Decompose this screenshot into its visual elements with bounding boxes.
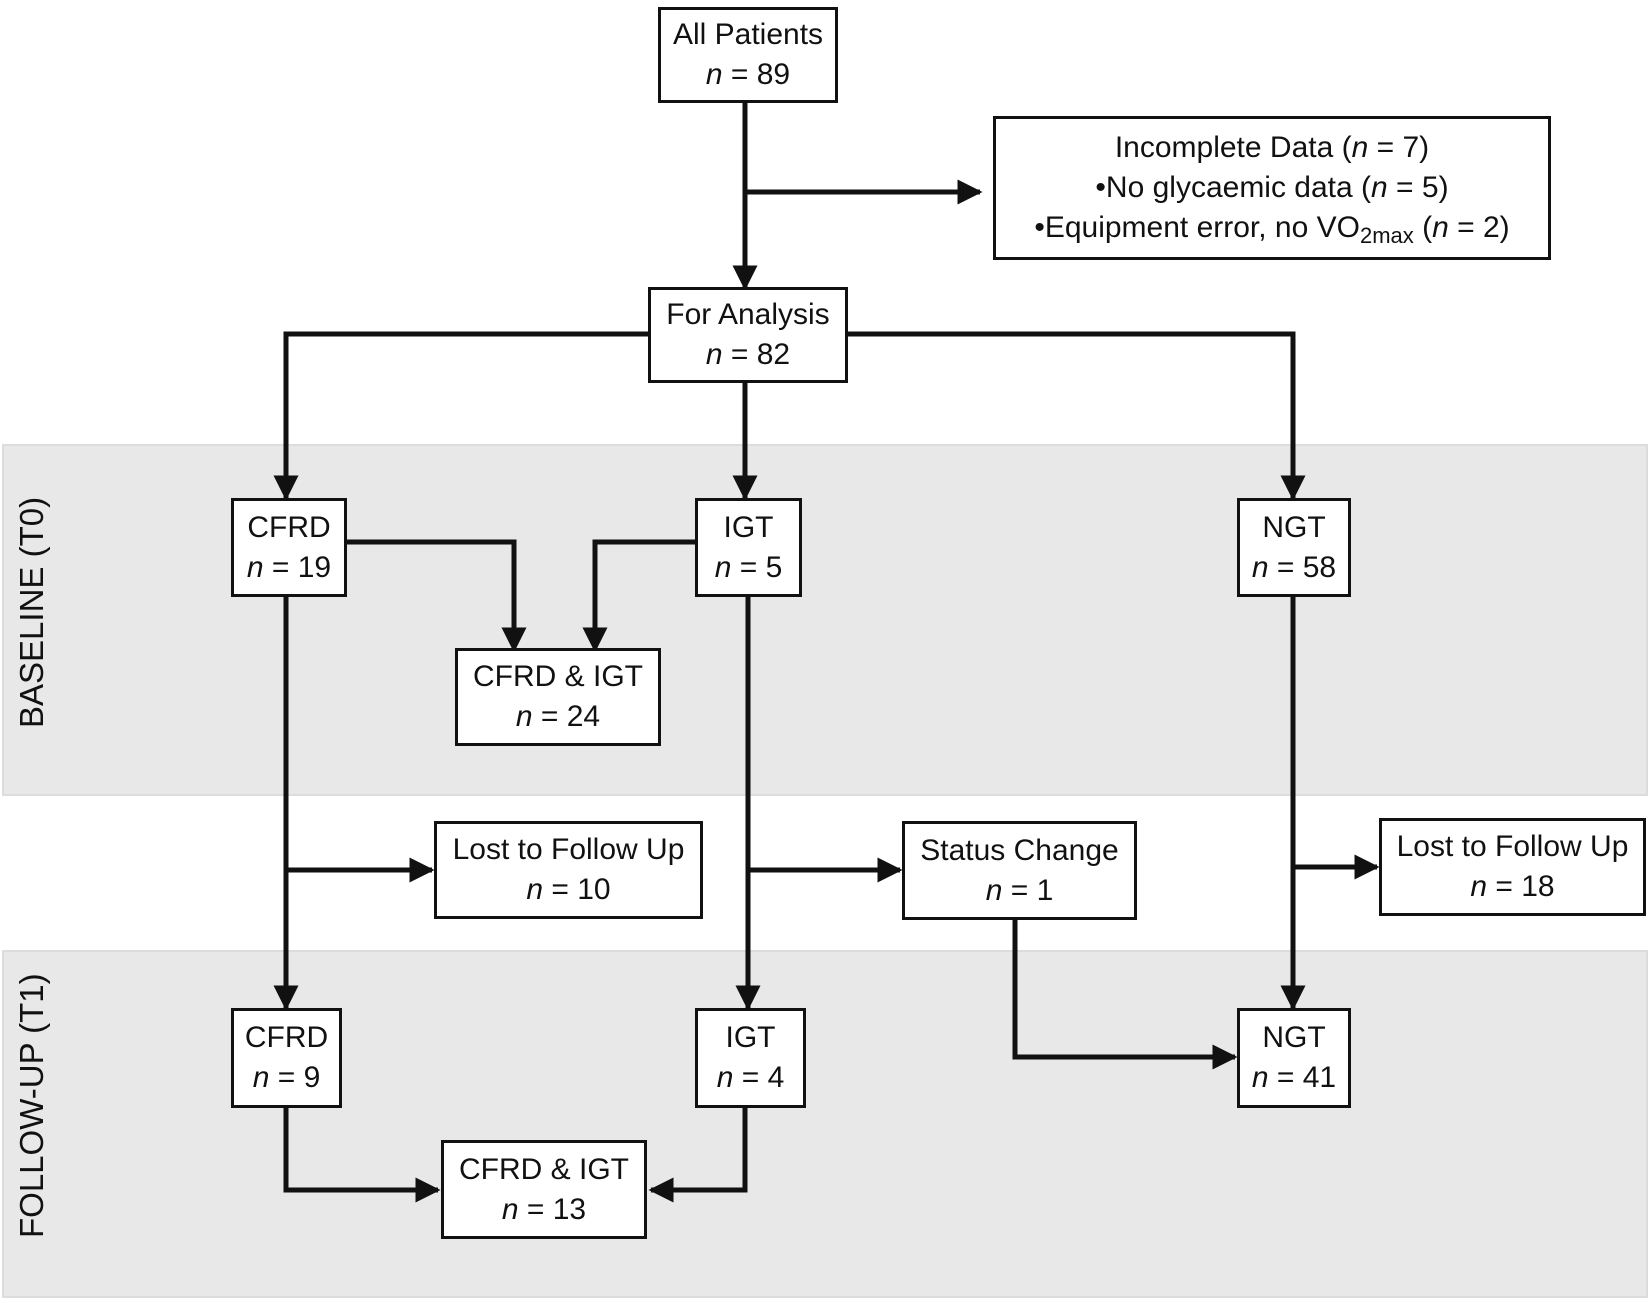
status-change-box: Status Change n = 1: [902, 821, 1137, 920]
all-patients-count: n = 89: [705, 58, 791, 91]
igt-followup-count: n = 4: [716, 1061, 785, 1094]
for-analysis-count: n = 82: [705, 338, 791, 371]
ngt-followup-count: n = 41: [1251, 1061, 1337, 1094]
ngt-followup-box: NGT n = 41: [1237, 1008, 1351, 1108]
no-glycaemic-data-item: •No glycaemic data (n = 5): [1095, 171, 1449, 204]
lost-followup-cfrd-box: Lost to Follow Up n = 10: [434, 821, 703, 919]
for-analysis-title: For Analysis: [666, 298, 830, 331]
status-change-title: Status Change: [920, 833, 1119, 867]
cfrd-followup-count: n = 9: [252, 1061, 321, 1094]
cfrd-igt-followup-count: n = 13: [501, 1192, 587, 1226]
igt-followup-title: IGT: [725, 1021, 776, 1054]
connector-igt-t1-to-combined: [648, 1108, 748, 1203]
incomplete-data-title: Incomplete Data (n = 7): [1114, 131, 1430, 164]
lost-followup-ngt-title: Lost to Follow Up: [1396, 830, 1629, 863]
lost-followup-ngt-box: Lost to Follow Up n = 18: [1379, 818, 1646, 916]
igt-baseline-count: n = 5: [714, 550, 783, 584]
cfrd-igt-baseline-title: CFRD & IGT: [473, 660, 643, 693]
cfrd-igt-baseline-box: CFRD & IGT n = 24: [455, 648, 661, 746]
lost-followup-cfrd-count: n = 10: [526, 873, 611, 906]
connector-analysis-to-cfrd: [273, 331, 648, 501]
igt-baseline-title: IGT: [723, 510, 774, 544]
ngt-baseline-box: NGT n = 58: [1237, 498, 1351, 597]
connector-cfrd-to-combined: [347, 539, 527, 653]
cfrd-igt-baseline-count: n = 24: [515, 700, 601, 733]
connector-analysis-to-ngt: [848, 331, 1306, 501]
lost-followup-cfrd-title: Lost to Follow Up: [452, 833, 685, 866]
all-patients-box: All Patients n = 89: [658, 7, 838, 103]
cfrd-baseline-box: CFRD n = 19: [231, 498, 347, 597]
equipment-error-item: •Equipment error, no VO2max (n = 2): [1034, 211, 1510, 248]
igt-baseline-box: IGT n = 5: [695, 498, 802, 597]
connector-status-to-ngt: [1012, 920, 1238, 1070]
connector-igt-to-combined: [582, 539, 695, 653]
for-analysis-box: For Analysis n = 82: [648, 287, 848, 383]
cfrd-igt-followup-box: CFRD & IGT n = 13: [441, 1140, 647, 1239]
igt-followup-box: IGT n = 4: [695, 1008, 806, 1108]
cfrd-baseline-count: n = 19: [246, 550, 332, 584]
incomplete-data-box: Incomplete Data (n = 7) •No glycaemic da…: [993, 116, 1551, 260]
ngt-followup-title: NGT: [1262, 1021, 1326, 1054]
cfrd-followup-box: CFRD n = 9: [231, 1008, 342, 1108]
lost-followup-ngt-count: n = 18: [1470, 870, 1555, 903]
connector-cfrd-t1-to-combined: [283, 1108, 441, 1203]
status-change-count: n = 1: [985, 873, 1054, 907]
cfrd-igt-followup-title: CFRD & IGT: [459, 1152, 629, 1186]
cfrd-followup-title: CFRD: [244, 1021, 329, 1054]
ngt-baseline-count: n = 58: [1251, 550, 1337, 584]
all-patients-title: All Patients: [672, 18, 824, 51]
cfrd-baseline-title: CFRD: [247, 510, 331, 544]
ngt-baseline-title: NGT: [1262, 510, 1326, 544]
